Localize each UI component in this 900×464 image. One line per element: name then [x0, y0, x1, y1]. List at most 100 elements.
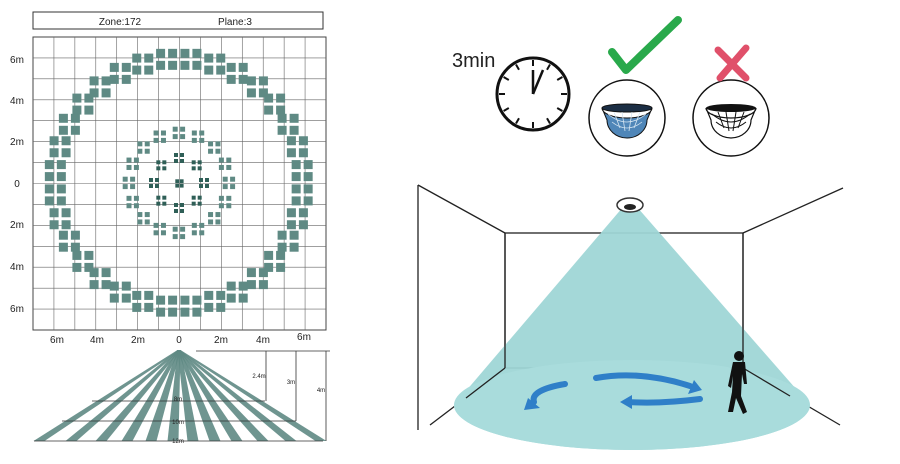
grid-x-axis-labels: 6m 4m 2m 0 2m 4m 6m [50, 332, 311, 346]
zone-outer [49, 136, 71, 158]
timer-label: 3min [452, 50, 495, 72]
ceiling-sensor [616, 197, 644, 213]
span-label: 10m [172, 420, 184, 426]
zone-middle [126, 195, 139, 209]
span-label: 12m [172, 439, 184, 445]
zone-middle [153, 130, 166, 143]
zone-outer [156, 295, 178, 317]
zone-outer [286, 208, 308, 230]
beam [177, 350, 243, 441]
zone-outer [109, 281, 131, 303]
zone-inner [199, 178, 209, 188]
grid-y-axis-labels: 6m 4m 2m 0 2m 4m 6m [10, 55, 24, 315]
zone-outer [264, 250, 286, 272]
x-label: 0 [176, 335, 182, 346]
x-label: 2m [131, 335, 145, 346]
cross-icon [714, 44, 750, 82]
x-label: 2m [214, 335, 228, 346]
x-label: 4m [256, 335, 270, 346]
beam [177, 350, 297, 441]
zone-middle [122, 176, 136, 190]
person-silhouette [728, 351, 747, 414]
beam [121, 350, 181, 441]
zone-outer [277, 113, 299, 135]
zone-inner [156, 195, 167, 206]
height-label: 2.4m [252, 374, 265, 380]
y-label: 4m [10, 262, 24, 273]
zone-outer [226, 281, 248, 303]
zone-middle [172, 226, 186, 240]
zone-outer [226, 62, 248, 84]
zone-middle [218, 157, 232, 170]
zone-outer [49, 208, 71, 230]
zone-outer [44, 160, 66, 182]
zone-middle [218, 195, 232, 209]
zone-outer [264, 93, 286, 115]
zone-count-text: Zone:172 [99, 17, 142, 28]
zone-outer [204, 290, 226, 312]
beam [177, 350, 199, 441]
zone-inner [191, 195, 202, 206]
beam [95, 350, 181, 441]
zone-outer [246, 268, 268, 290]
zone-outer [132, 290, 154, 312]
plane-count-text: Plane:3 [218, 17, 252, 28]
y-label: 6m [10, 304, 24, 315]
zone-middle [137, 141, 150, 154]
x-label: 6m [297, 332, 311, 343]
zone-outer [44, 184, 66, 206]
zone-middle [172, 126, 186, 140]
side-view-beam-fan [33, 350, 327, 441]
room-back-wall [465, 233, 791, 399]
y-label: 4m [10, 96, 24, 107]
zone-outer [204, 53, 226, 75]
beam [167, 350, 181, 441]
check-icon [608, 16, 682, 74]
zone-outer [72, 250, 94, 272]
height-markers [196, 350, 330, 441]
zone-middle [208, 141, 221, 154]
beam [177, 350, 327, 441]
beam [65, 350, 181, 441]
zone-inner [156, 160, 167, 171]
beam [177, 350, 221, 441]
height-label: 4m [317, 388, 325, 394]
zone-middle [191, 222, 205, 236]
y-label: 2m [10, 220, 24, 231]
zone-middle [137, 212, 150, 225]
zone-middle [126, 157, 139, 170]
lens-bad [692, 79, 770, 157]
height-label: 3m [287, 380, 295, 386]
zone-middle [222, 176, 236, 190]
beam [33, 350, 181, 441]
y-label: 0 [14, 179, 20, 190]
zone-outer [89, 76, 111, 98]
zone-outer [132, 53, 154, 75]
beam [145, 350, 181, 441]
zone-center [175, 179, 184, 188]
clock-icon [495, 56, 571, 132]
zone-middle [208, 212, 221, 225]
detection-zones [44, 48, 313, 317]
y-label: 6m [10, 55, 24, 66]
span-label: 8m [174, 397, 182, 403]
zone-inner [191, 160, 202, 171]
zone-outer [180, 48, 202, 70]
zone-outer [89, 268, 111, 290]
zone-outer [291, 160, 313, 182]
arrow-heads [524, 380, 702, 410]
zone-outer [291, 184, 313, 206]
detection-grid [32, 36, 327, 331]
beam [177, 350, 269, 441]
y-label: 2m [10, 137, 24, 148]
zone-inner [174, 203, 184, 213]
x-label: 6m [50, 335, 64, 346]
zone-outer [246, 76, 268, 98]
zone-outer [72, 93, 94, 115]
zone-outer [277, 230, 299, 252]
header-box [32, 11, 324, 30]
zone-outer [286, 136, 308, 158]
lens-good [588, 79, 666, 157]
zone-middle [153, 222, 166, 236]
